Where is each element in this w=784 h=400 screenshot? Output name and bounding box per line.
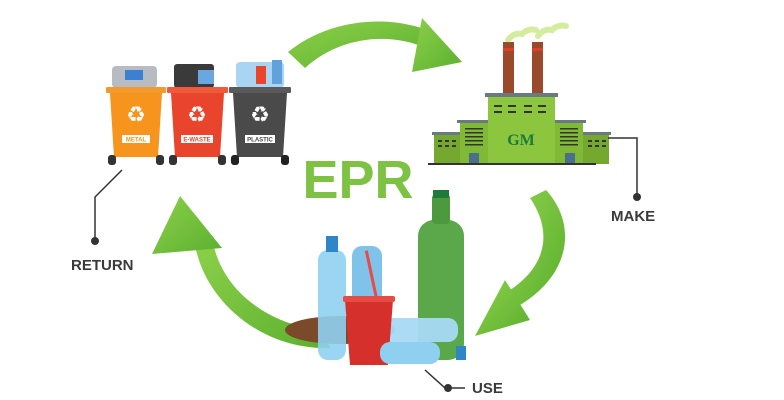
epr-title: EPR [302,150,413,210]
recycling-bins: ♻ METAL ♻ E-WASTE ♻ PLASTIC [106,60,291,165]
trash-pile [112,60,284,88]
factory: GM [428,22,611,165]
recycle-icon: ♻ [187,102,207,127]
make-label: MAKE [611,208,655,225]
bin-plastic: ♻ PLASTIC [229,87,291,165]
arrow-return-to-make [288,18,462,72]
use-label: USE [472,380,503,397]
bin-metal: ♻ METAL [106,87,166,165]
return-label: RETURN [71,257,134,274]
recycle-icon: ♻ [126,102,146,127]
plastic-waste [285,190,466,365]
bin-label: E-WASTE [183,138,210,144]
use-dot [444,384,452,392]
make-dot [633,193,641,201]
bin-e-waste: ♻ E-WASTE [167,87,228,165]
recycle-icon: ♻ [250,102,270,127]
return-dot [91,237,99,245]
bin-label: METAL [126,138,147,144]
bin-label: PLASTIC [247,138,273,144]
factory-logo: GM [507,132,535,149]
arrow-make-to-use [475,190,566,336]
